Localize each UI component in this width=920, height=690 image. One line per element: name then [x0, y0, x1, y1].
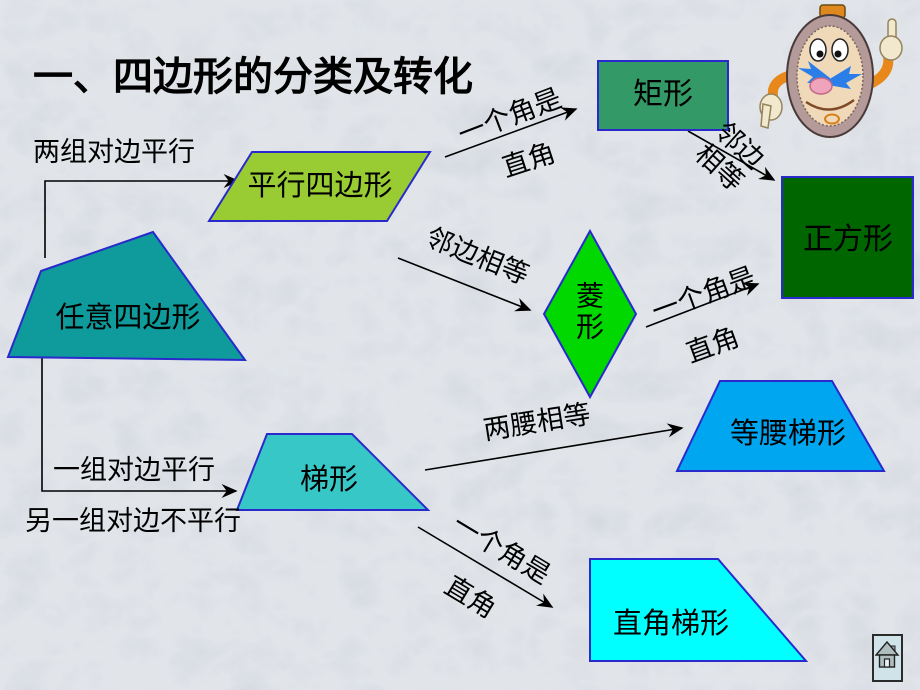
- arrow-trapezoid-to-right-trapezoid: [417, 526, 554, 608]
- arrow-trapezoid-to-isosceles: [424, 423, 684, 471]
- mascot-chin: [824, 113, 840, 125]
- node-label-isosceles-trapezoid: 等腰梯形: [729, 417, 847, 450]
- home-icon: [875, 640, 900, 668]
- arrow-rectangle-to-square: [687, 130, 776, 181]
- node-isosceles-trapezoid-shape: [675, 380, 886, 472]
- edge-label-one-pair-parallel: 一组对边平行: [53, 455, 215, 485]
- mascot-left-arm: [767, 71, 793, 101]
- node-arbitrary-quadrilateral-shape: [6, 230, 247, 362]
- edge-label-other-pair-not-parallel: 另一组对边不平行: [25, 506, 241, 536]
- node-square-shape: [781, 176, 914, 299]
- arrow-arbitrary-to-parallelogram: [44, 173, 240, 258]
- clock-mascot: [759, 4, 903, 138]
- node-label-rectangle: 矩形: [633, 78, 693, 112]
- home-icon-door: [883, 658, 891, 668]
- node-label-rhombus: 菱形: [575, 281, 605, 344]
- page-title: 一、四边形的分类及转化: [33, 54, 473, 99]
- node-label-right-trapezoid: 直角梯形: [612, 607, 730, 640]
- node-label-square: 正方形: [803, 223, 893, 257]
- node-label-trapezoid: 梯形: [299, 463, 359, 496]
- arrow-arbitrary-to-trapezoid: [41, 358, 238, 499]
- node-rectangle-shape: [597, 60, 729, 131]
- mascot-pupil-left: [816, 50, 824, 58]
- mascot-left-finger: [760, 103, 772, 129]
- home-button[interactable]: [872, 634, 903, 682]
- mascot-smile: [805, 98, 855, 111]
- node-label-parallelogram: 平行四边形: [247, 169, 393, 202]
- mascot-eye-left: [809, 38, 827, 62]
- node-rhombus-shape: [542, 228, 638, 400]
- node-trapezoid-shape: [235, 433, 431, 511]
- node-parallelogram-shape: [207, 151, 432, 222]
- edge-label-two-pairs-parallel: 两组对边平行: [33, 137, 195, 167]
- mascot-eye-right: [831, 38, 849, 62]
- node-label-arbitrary-quadrilateral: 任意四边形: [55, 301, 201, 334]
- mascot-right-hand: [879, 35, 903, 61]
- arrow-rhombus-to-square: [645, 282, 760, 328]
- mascot-nose: [809, 77, 833, 95]
- mascot-pupil-right: [834, 50, 842, 58]
- node-right-trapezoid-shape: [589, 558, 809, 662]
- mascot-hand-arrow-right: [828, 66, 862, 89]
- arrow-parallelogram-to-rhombus: [397, 257, 532, 312]
- arrow-parallelogram-to-rectangle: [444, 107, 578, 158]
